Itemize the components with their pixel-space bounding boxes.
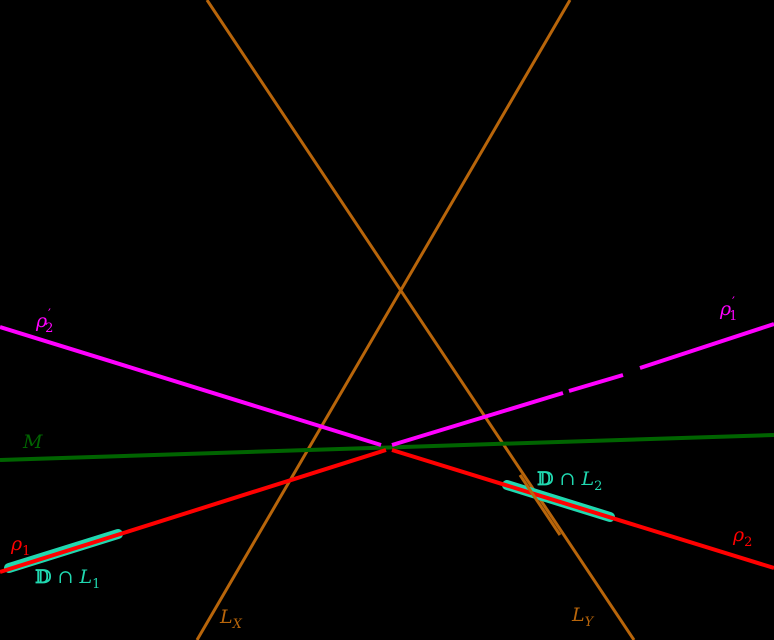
label-prime: ′ — [732, 295, 735, 310]
label-sub: 2 — [594, 478, 603, 494]
label-base: L — [79, 566, 93, 588]
label-base: ρ — [720, 298, 732, 320]
label-sub: 1 — [729, 308, 738, 324]
label-base: L — [572, 604, 585, 626]
label-sub: Y — [584, 614, 594, 630]
label-LY: LY — [572, 606, 593, 629]
line-LY — [205, 0, 636, 640]
label-sub: X — [232, 616, 242, 632]
label-double-struck-D: 𝔻 — [537, 468, 554, 490]
label-rho2: ρ2 — [733, 526, 752, 549]
line-rho2-prime — [0, 325, 382, 447]
label-D-cap-L2: 𝔻 ∩ L2 — [537, 470, 602, 493]
line-M — [0, 433, 774, 462]
label-base: L — [581, 468, 595, 490]
line-rho1 — [0, 448, 387, 574]
line-rho1-prime-a — [391, 391, 564, 447]
label-base: ρ — [11, 533, 23, 555]
line-LY-overlay — [518, 474, 562, 536]
label-rho1: ρ1 — [11, 535, 30, 558]
line-rho1-prime-b — [568, 373, 624, 393]
label-rho2-prime: ρ2′ — [36, 308, 55, 336]
label-double-struck-D: 𝔻 — [35, 566, 52, 588]
label-sub: 1 — [22, 543, 31, 559]
label-D-cap-L1: 𝔻 ∩ L1 — [35, 568, 100, 591]
label-base: M — [23, 431, 43, 453]
label-rho1-prime: ρ1′ — [720, 296, 739, 324]
label-M: M — [23, 433, 42, 452]
label-sub: 2 — [45, 320, 54, 336]
label-LX: LX — [220, 608, 242, 631]
label-prime: ′ — [48, 307, 51, 322]
label-intersection-op: ∩ — [51, 566, 80, 588]
line-rho2 — [391, 448, 774, 570]
label-base: ρ — [733, 524, 745, 546]
label-sub: 1 — [92, 576, 101, 592]
label-intersection-op: ∩ — [553, 468, 582, 490]
line-LX — [195, 0, 572, 640]
label-base: ρ — [36, 310, 48, 332]
line-rho1-prime-c — [639, 322, 774, 370]
label-base: L — [220, 606, 233, 628]
label-sub: 2 — [744, 534, 753, 550]
